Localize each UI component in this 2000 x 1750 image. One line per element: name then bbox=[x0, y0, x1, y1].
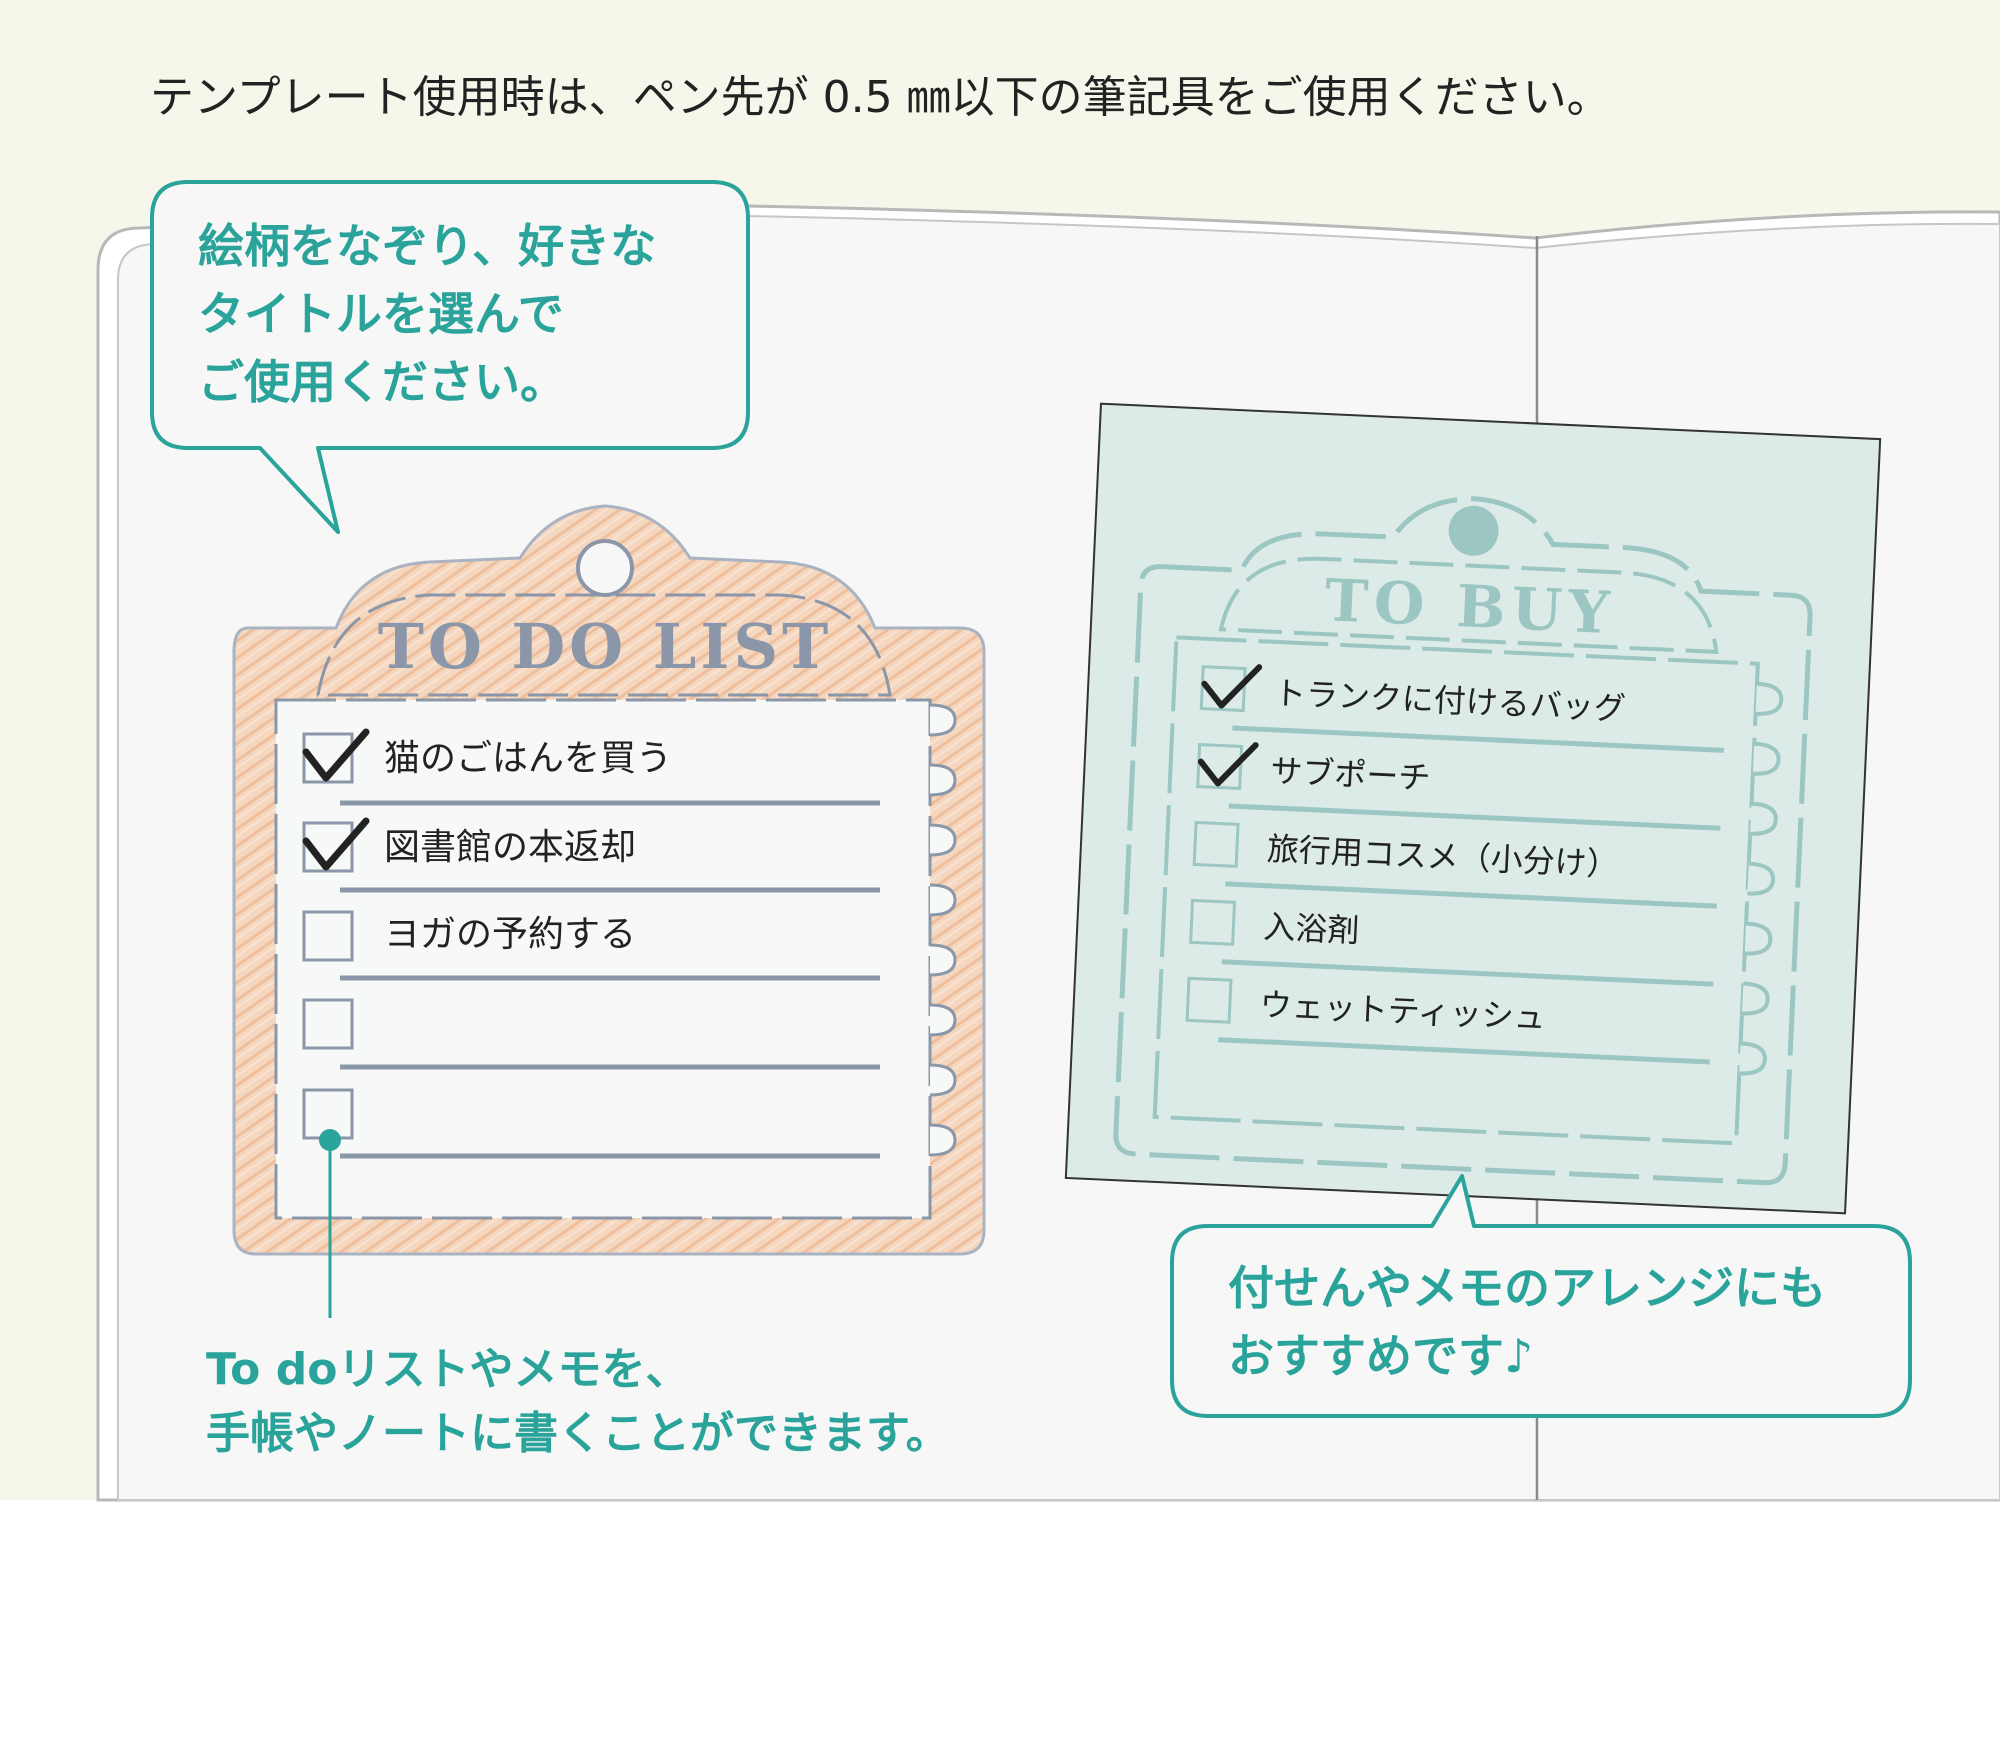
tobuy-checkbox[interactable] bbox=[1196, 742, 1244, 790]
tobuy-ruled-line bbox=[1221, 959, 1714, 987]
tobuy-note: TO BUY トランクに付けるバッグ サブポーチ 旅行用コスメ（小分け） bbox=[1064, 402, 1882, 1215]
todo-spiral bbox=[929, 703, 957, 1157]
callout-bottom-right: 付せんやメモのアレンジにも おすすめです♪ bbox=[1170, 1174, 1912, 1418]
tobuy-item-text: 入浴剤 bbox=[1263, 908, 1361, 950]
tobuy-row: 入浴剤 bbox=[1189, 898, 1714, 987]
todo-checkbox[interactable] bbox=[302, 998, 354, 1050]
todo-checkbox[interactable] bbox=[302, 821, 354, 873]
check-mark-icon bbox=[1197, 742, 1259, 787]
tobuy-hanging-hole bbox=[1448, 505, 1499, 556]
callout-bubble bbox=[150, 180, 750, 534]
callout-bubble bbox=[1170, 1174, 1912, 1418]
todo-checkbox[interactable] bbox=[302, 910, 354, 962]
check-mark-icon bbox=[302, 728, 370, 782]
tobuy-checkbox[interactable] bbox=[1189, 898, 1237, 946]
todo-title-arc bbox=[316, 593, 892, 697]
todo-row: 図書館の本返却 bbox=[302, 817, 880, 893]
caption-line-2: 手帳やノートに書くことができます。 bbox=[206, 1408, 950, 1459]
callout-line-1: 付せんやメモのアレンジにも bbox=[1228, 1261, 1826, 1315]
tobuy-checkbox[interactable] bbox=[1199, 665, 1247, 713]
callout-bottom-left: To doリストやメモを、 手帳やノートに書くことができます。 bbox=[206, 1129, 950, 1459]
callout-line-1: 絵柄をなぞり、好きな bbox=[198, 219, 656, 273]
tobuy-outer-frame bbox=[1113, 496, 1813, 1186]
callout-top-left: 絵柄をなぞり、好きな タイトルを選んで ご使用ください。 bbox=[150, 180, 750, 534]
todo-hanging-hole bbox=[576, 539, 634, 597]
tobuy-title-arc bbox=[1218, 556, 1719, 655]
tobuy-ruled-line bbox=[1232, 725, 1725, 753]
tobuy-ruled-line bbox=[1228, 803, 1721, 831]
background-bottom bbox=[0, 1500, 2000, 1750]
todo-checkbox[interactable] bbox=[302, 732, 354, 784]
check-mark-icon bbox=[302, 817, 370, 871]
tobuy-row: サブポーチ bbox=[1196, 742, 1721, 831]
callout-line-2: おすすめです♪ bbox=[1228, 1329, 1533, 1383]
tobuy-checkbox[interactable] bbox=[1192, 820, 1240, 868]
todo-item-text: ヨガの予約する bbox=[384, 914, 636, 955]
todo-title: TO DO LIST bbox=[378, 610, 833, 683]
todo-row: ヨガの予約する bbox=[302, 910, 880, 981]
check-mark-icon bbox=[1201, 664, 1263, 709]
tobuy-checkbox[interactable] bbox=[1185, 976, 1233, 1024]
header-instruction: テンプレート使用時は、ペン先が 0.5 ㎜以下の筆記具をご使用ください。 bbox=[150, 72, 1611, 123]
caption-line-1: To doリストやメモを、 bbox=[206, 1344, 689, 1395]
callout-line-3: ご使用ください。 bbox=[198, 355, 566, 409]
tobuy-title: TO BUY bbox=[1323, 566, 1617, 647]
tobuy-ruled-line bbox=[1225, 881, 1717, 909]
todo-item-text: 図書館の本返却 bbox=[384, 827, 636, 868]
todo-row bbox=[302, 998, 880, 1070]
todo-template: TO DO LIST 猫のごはんを買う 図書館の本返却 ヨガの予約する bbox=[232, 504, 986, 1256]
tobuy-item-text: サブポーチ bbox=[1270, 752, 1432, 797]
tobuy-paper bbox=[1152, 635, 1760, 1146]
todo-paper bbox=[274, 698, 932, 1220]
todo-item-text: 猫のごはんを買う bbox=[384, 738, 672, 779]
callout-line-2: タイトルを選んで bbox=[198, 287, 564, 341]
todo-row: 猫のごはんを買う bbox=[302, 728, 880, 806]
tobuy-ruled-line bbox=[1218, 1037, 1710, 1065]
tobuy-spiral bbox=[1739, 681, 1784, 1076]
